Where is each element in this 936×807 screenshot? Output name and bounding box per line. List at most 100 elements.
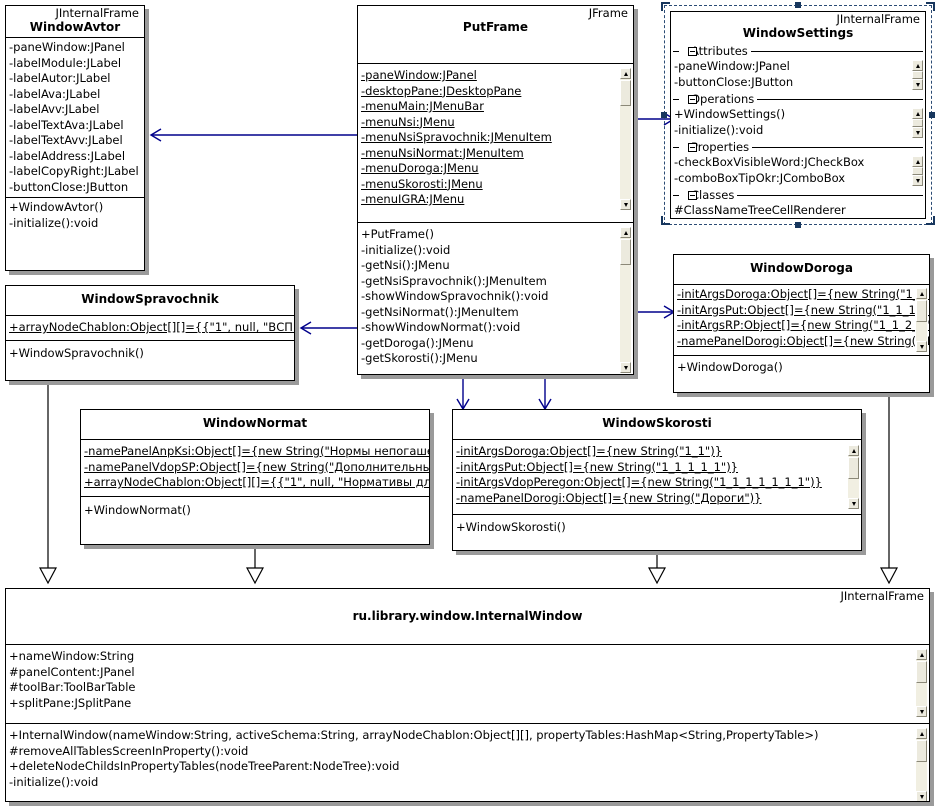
attribute-row: +arrayNodeChablon:Object[][]={{"1", null… xyxy=(84,475,429,489)
scroll-up-button[interactable] xyxy=(620,68,631,79)
selection-handle-bl[interactable] xyxy=(661,216,670,225)
class-box-windowspravochnik[interactable]: WindowSpravochnik +arrayNodeChablon:Obje… xyxy=(5,285,295,381)
scroll-up-button[interactable] xyxy=(912,60,923,71)
scrollbar-thumb[interactable] xyxy=(916,661,927,683)
attributes-compartment: -paneWindow:JPanel -buttonClose:JButton xyxy=(671,59,925,91)
attribute-row: +nameWindow:String xyxy=(9,649,135,663)
selection-handle-br[interactable] xyxy=(926,216,935,225)
attribute-row: +arrayNodeChablon:Object[][]={{"1", null… xyxy=(9,320,294,334)
operations-compartment: +WindowSettings() -initialize():void xyxy=(671,107,925,139)
group-header-properties[interactable]: Properties xyxy=(671,139,925,155)
property-row: -comboBoxTipOkr:JComboBox xyxy=(674,170,846,185)
class-header: WindowSkorosti xyxy=(453,410,861,433)
attributes-compartment: +arrayNodeChablon:Object[][]={{"1", null… xyxy=(6,316,294,340)
class-name: ru.library.window.InternalWindow xyxy=(352,609,583,623)
operation-row: +InternalWindow(nameWindow:String, activ… xyxy=(9,728,819,742)
scroll-down-button[interactable] xyxy=(848,498,859,509)
scrollbar-thumb[interactable] xyxy=(620,239,631,265)
attribute-row: -labelAvv:JLabel xyxy=(9,102,100,116)
class-box-windowsettings[interactable]: JInternalFrame WindowSettings Attributes… xyxy=(670,11,926,219)
selection-handle-left[interactable] xyxy=(661,112,667,118)
scrollbar-thumb[interactable] xyxy=(916,740,927,762)
scrollbar-vertical[interactable] xyxy=(619,226,632,374)
scroll-up-button[interactable] xyxy=(848,445,859,456)
class-box-internalwindow[interactable]: JInternalFrame ru.library.window.Interna… xyxy=(5,588,930,802)
class-box-windowdoroga[interactable]: WindowDoroga -initArgsDoroga:Object[]={n… xyxy=(673,254,930,393)
attributes-compartment: -paneWindow:JPanel -labelModule:JLabel -… xyxy=(6,38,144,197)
class-box-windowskorosti[interactable]: WindowSkorosti -initArgsDoroga:Object[]=… xyxy=(452,409,862,551)
scrollbar-thumb[interactable] xyxy=(620,80,631,106)
attribute-row: -paneWindow:JPanel xyxy=(361,68,477,82)
scroll-down-button[interactable] xyxy=(916,791,927,801)
class-name: WindowNormat xyxy=(202,416,308,430)
divider xyxy=(6,723,929,724)
operation-row: -getSkorosti():JMenu xyxy=(361,351,478,365)
class-box-windowavtor[interactable]: JInternalFrame WindowAvtor -paneWindow:J… xyxy=(5,5,145,271)
scroll-up-button[interactable] xyxy=(912,108,923,119)
property-row: -checkBoxVisibleWord:JCheckBox xyxy=(674,155,865,169)
scroll-up-button[interactable] xyxy=(912,156,923,167)
group-label: Operations xyxy=(691,92,755,106)
divider xyxy=(674,284,929,285)
divider xyxy=(453,439,861,440)
divider xyxy=(358,222,633,223)
attribute-row: -namePanelDorogi:Object[]={new String("Д… xyxy=(456,490,762,505)
scroll-down-button[interactable] xyxy=(912,175,923,186)
scroll-down-button[interactable] xyxy=(620,362,631,373)
selection-handle-bottom[interactable] xyxy=(795,222,801,228)
operation-row: +WindowSettings() xyxy=(674,107,786,121)
scroll-up-button[interactable] xyxy=(620,227,631,238)
operation-row: -initialize():void xyxy=(674,122,764,137)
group-header-attributes[interactable]: Attributes xyxy=(671,43,925,59)
operation-row: -getNsiSpravochnik():JMenuItem xyxy=(361,273,547,288)
scrollbar-thumb[interactable] xyxy=(848,457,859,479)
scroll-down-button[interactable] xyxy=(916,341,927,352)
class-box-windownormat[interactable]: WindowNormat -namePanelAnpKsi:Object[]={… xyxy=(80,409,430,545)
group-rule xyxy=(673,195,923,196)
scrollbar-vertical[interactable] xyxy=(915,287,928,353)
divider xyxy=(6,644,929,645)
collapse-minus-icon[interactable] xyxy=(688,46,697,56)
scrollbar-vertical[interactable] xyxy=(915,727,928,801)
operations-compartment: +WindowNormat() xyxy=(81,497,429,521)
group-rule xyxy=(673,99,923,100)
scrollbar-vertical[interactable] xyxy=(847,444,860,510)
class-header: JInternalFrame ru.library.window.Interna… xyxy=(6,589,929,644)
selection-handle-tr[interactable] xyxy=(926,2,935,11)
class-name: WindowAvtor xyxy=(29,20,121,34)
scrollbar-thumb[interactable] xyxy=(916,300,927,322)
scroll-down-button[interactable] xyxy=(912,127,923,138)
scrollbar-vertical[interactable] xyxy=(915,648,928,718)
operation-row: +WindowNormat() xyxy=(84,503,191,517)
group-label-wrap: Attributes xyxy=(679,44,751,58)
scrollbar-vertical[interactable] xyxy=(911,155,924,187)
selection-handle-right[interactable] xyxy=(929,112,935,118)
scrollbar-thumb[interactable] xyxy=(912,71,923,79)
attribute-row: -menuSkorosti:JMenu xyxy=(361,176,483,191)
class-box-putframe[interactable]: JFrame PutFrame -paneWindow:JPanel -desk… xyxy=(357,5,634,375)
collapse-minus-icon[interactable] xyxy=(688,94,697,104)
scrollbar-thumb[interactable] xyxy=(912,167,923,175)
group-header-operations[interactable]: Operations xyxy=(671,91,925,107)
scroll-down-button[interactable] xyxy=(912,79,923,90)
selection-handle-tl[interactable] xyxy=(661,2,670,11)
operation-row: +WindowSkorosti() xyxy=(456,520,566,534)
attribute-row: -menuIGRA:JMenu xyxy=(361,192,465,206)
scroll-down-button[interactable] xyxy=(620,199,631,210)
scrollbar-vertical[interactable] xyxy=(619,67,632,211)
scrollbar-vertical[interactable] xyxy=(911,59,924,91)
operation-row: -getDoroga():JMenu xyxy=(361,335,474,350)
class-name: WindowSpravochnik xyxy=(81,292,219,306)
class-name: WindowSkorosti xyxy=(602,416,712,430)
scrollbar-thumb[interactable] xyxy=(912,119,923,127)
collapse-minus-icon[interactable] xyxy=(688,190,697,200)
selection-handle-top[interactable] xyxy=(795,2,801,8)
scroll-up-button[interactable] xyxy=(916,288,927,299)
scroll-up-button[interactable] xyxy=(916,649,927,660)
scrollbar-vertical[interactable] xyxy=(911,107,924,139)
scroll-down-button[interactable] xyxy=(916,706,927,717)
scroll-up-button[interactable] xyxy=(916,728,927,739)
group-header-classes[interactable]: Classes xyxy=(671,187,925,203)
attributes-compartment: -paneWindow:JPanel -desktopPane:JDesktop… xyxy=(358,64,633,222)
collapse-minus-icon[interactable] xyxy=(688,142,697,152)
